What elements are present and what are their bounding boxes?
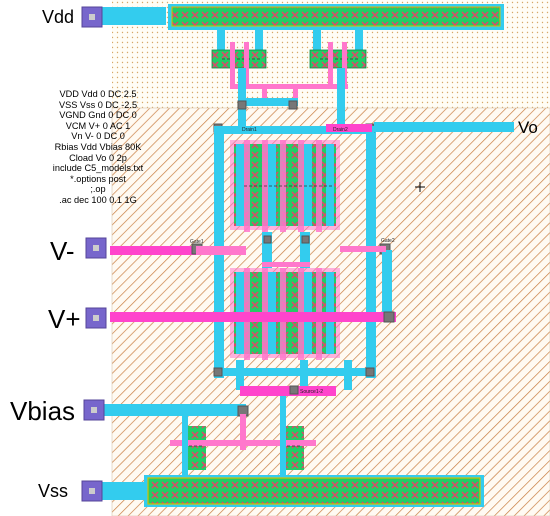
netlist-line: VDD Vdd 0 DC 2.5 [59,89,137,99]
vdd-pin-dot [89,14,95,20]
src-drop-c [344,360,352,390]
vo-label: Vo [518,118,538,137]
contact [237,100,247,110]
v-minus-poly [110,246,198,255]
src-drop-a [236,360,244,390]
source12-tag: Source1-2 [300,389,323,395]
netlist-line: Vn V- 0 DC 0 [71,131,125,142]
mid-link-right [300,232,310,268]
gate1-poly-run [196,246,246,255]
pmos-right-gate-a [328,42,333,88]
netlist-line: .ac dec 100 0.1 1G [59,194,137,205]
contact [263,235,272,244]
vss-rail-contacts [147,477,481,505]
pmos-left-gate-b [244,42,249,88]
vdd-drop-mid [255,30,263,56]
vdd-drop-right2 [355,30,363,56]
vplus-contact [383,311,395,323]
netlist-line: Rbias Vdd Vbias 80K [54,141,142,152]
mid-link-left [262,232,272,268]
cursor-crosshair [415,182,425,192]
contact [288,100,298,110]
v-plus-poly [110,312,396,322]
vdd-metal-stub [96,7,166,25]
vbias-poly-drop [240,414,246,450]
drain1-tag: Drain1 [242,127,257,133]
drain-strap [214,126,374,134]
netlist-line: VGND Gnd 0 DC 0 [59,110,137,121]
contact [301,235,310,244]
mirror-left-metal [182,414,188,476]
vss-pin-dot [89,488,95,494]
vss-label: Vss [38,481,69,501]
pmos-gate-tap-right [293,84,298,106]
netlist-line: include C5_models.txt [52,163,144,174]
vss-metal-stub [100,482,148,500]
src-drop-b [300,360,308,390]
drain2-tag: Drain2 [333,127,348,133]
mirror-link [238,98,298,106]
vplus-label: V+ [48,304,81,334]
bottom-strap [214,368,374,376]
vminus-label: V- [50,236,75,266]
netlist-line: VSS Vss 0 DC -2.5 [58,99,138,110]
vdd-drop-right1 [313,30,321,56]
vplus-pin-dot [93,315,99,321]
netlist-line: Cload Vo 0 2p [69,152,127,163]
contact [365,367,375,377]
right-metal-bus [366,128,376,378]
vbias-metal [104,404,246,416]
vdd-drop-left [217,30,225,56]
pmos-left-gate-a [230,42,235,88]
gate2-poly-run [340,246,386,252]
netlist-line: VCM V+ 0 AC 1 [65,120,131,131]
vbias-label: Vbias [10,396,76,426]
pmos-gate-crossbar [230,84,348,89]
mirror-gate-strap [170,440,316,446]
vo-metal [374,122,514,132]
netlist-line: *.options post [70,173,126,184]
vdd-label: Vdd [42,7,75,27]
source12-poly [240,386,336,396]
netlist-line: ;.op [90,184,106,195]
mid-poly-strap [262,262,310,267]
vbias-pin-dot [91,407,97,413]
vminus-pin-dot [93,245,99,251]
spice-netlist: VDD Vdd 0 DC 2.5 VSS Vss 0 DC -2.5 VGND … [2,89,194,206]
pmos-right-gate-b [342,42,347,88]
source12-contact [289,385,299,395]
gate2-metal-drop [382,250,392,320]
drain2-tag-box [326,124,372,132]
pmos-gate-tap-left [262,84,267,106]
pmos-right-drain [337,68,345,128]
gate1-tag: Gate1 [190,239,204,245]
mirror-right-metal [280,396,286,476]
vdd-rail-contacts [171,6,501,27]
gate2-tag: Gate2 [381,238,395,244]
contact [213,367,223,377]
